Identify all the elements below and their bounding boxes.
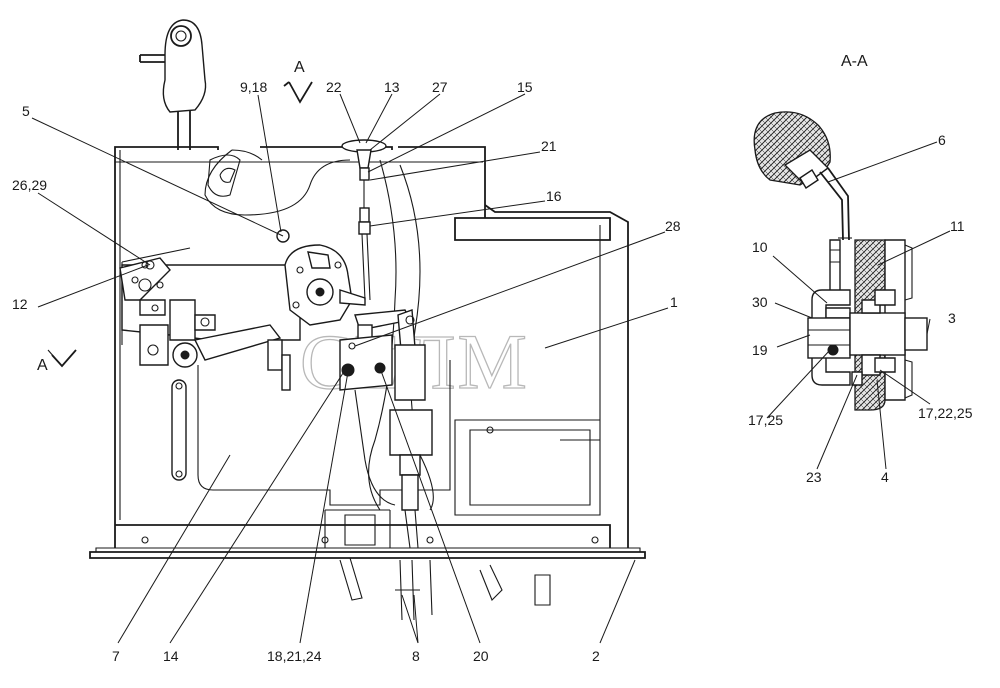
- callout-18-21-24: 18,21,24: [267, 648, 322, 664]
- callout-1: 1: [670, 294, 678, 310]
- svg-text:А: А: [294, 59, 305, 76]
- callout-4: 4: [881, 469, 889, 485]
- callout-13: 13: [384, 79, 400, 95]
- callout-6: 6: [938, 132, 946, 148]
- callout-28: 28: [665, 218, 681, 234]
- section-view-a-a: А-А: [753, 53, 928, 411]
- callout-12: 12: [12, 296, 28, 312]
- bracket-30: [811, 289, 851, 386]
- main-cable: [204, 149, 351, 216]
- mechanism-12: [119, 247, 301, 391]
- pull-cable: [341, 139, 387, 301]
- shaft-3: [849, 312, 906, 356]
- adjuster-assembly: [339, 309, 433, 549]
- callout-30: 30: [752, 294, 768, 310]
- slot-14: [171, 379, 187, 481]
- section-label: А-А: [841, 53, 868, 70]
- callout-10: 10: [752, 239, 768, 255]
- callout-26-29: 26,29: [12, 177, 47, 193]
- view-mark-top: А: [283, 59, 313, 104]
- callout-17-25: 17,25: [748, 412, 783, 428]
- callout-21: 21: [541, 138, 557, 154]
- callout-20: 20: [473, 648, 489, 664]
- callout-3: 3: [948, 310, 956, 326]
- callout-23: 23: [806, 469, 822, 485]
- main-view: [89, 19, 646, 621]
- panel-7: [197, 360, 451, 506]
- callout-2: 2: [592, 648, 600, 664]
- callout-9-18: 9,18: [240, 79, 267, 95]
- callout-11: 11: [950, 218, 965, 234]
- callout-16: 16: [546, 188, 562, 204]
- cam-5: [276, 229, 366, 326]
- base-plate: [89, 551, 646, 559]
- callout-7: 7: [112, 648, 120, 664]
- view-mark-left: А: [37, 349, 77, 374]
- callout-19: 19: [752, 342, 768, 358]
- callout-5: 5: [22, 103, 30, 119]
- callout-17-22-25: 17,22,25: [918, 405, 973, 421]
- cover-panel: [454, 217, 611, 241]
- callout-14: 14: [163, 648, 179, 664]
- screws: [141, 426, 599, 544]
- svg-text:А: А: [37, 357, 48, 374]
- callout-15: 15: [517, 79, 533, 95]
- handle-lever: [139, 19, 207, 150]
- callout-27: 27: [432, 79, 448, 95]
- cable-stubs-8: [339, 557, 551, 621]
- callout-22: 22: [326, 79, 342, 95]
- callout-8: 8: [412, 648, 420, 664]
- leader-lines: [31, 93, 951, 644]
- callout-labels: 5 9,18 22 13 27 15 21 16 26,29 28 1 12 7…: [12, 79, 973, 664]
- cabinet-body: [114, 150, 611, 548]
